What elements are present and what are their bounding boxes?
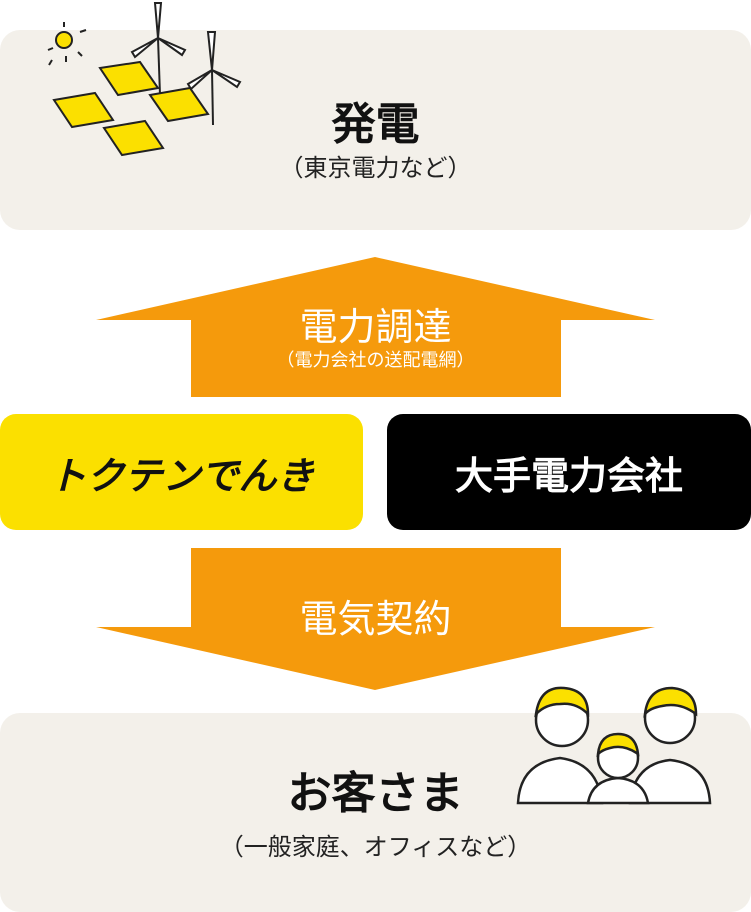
contract-arrow xyxy=(96,548,655,690)
wind-turbine-icon xyxy=(130,2,242,126)
sun-icon xyxy=(47,22,87,66)
family-illustration xyxy=(516,686,712,805)
generation-subtitle: （東京電力など） xyxy=(279,154,472,182)
procurement-label: 電力調達 xyxy=(299,305,452,349)
major-utility-box: 大手電力会社 xyxy=(387,414,751,530)
solar-panel-icon xyxy=(52,60,210,157)
generation-title: 発電 xyxy=(331,99,420,150)
customers-subtitle: （一般家庭、オフィスなど） xyxy=(219,833,532,861)
tokuten-denki-box: トクテンでんき xyxy=(0,414,363,530)
major-utility-label: 大手電力会社 xyxy=(454,453,683,498)
contract-label: 電気契約 xyxy=(299,597,452,641)
customers-title: お客さま xyxy=(287,768,464,819)
tokuten-denki-label: トクテンでんき xyxy=(48,453,315,498)
procurement-arrow xyxy=(96,257,655,397)
solar-wind-illustration xyxy=(47,2,242,157)
procurement-sublabel: （電力会社の送配電網） xyxy=(276,350,475,371)
